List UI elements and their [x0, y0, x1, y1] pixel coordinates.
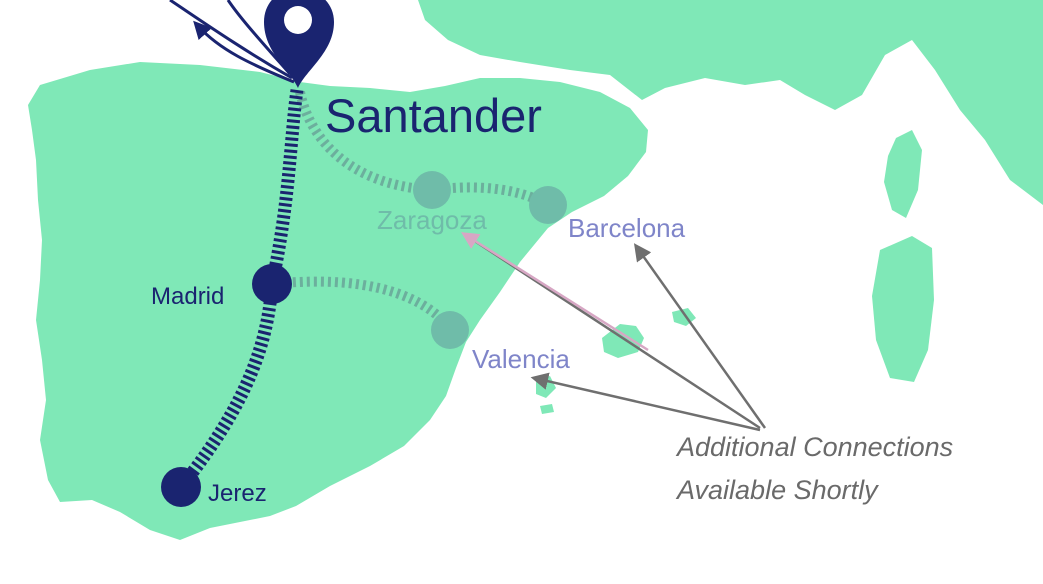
corsica-island [884, 130, 922, 218]
city-label-valencia: Valencia [472, 344, 570, 374]
arrow-to-barcelona [633, 243, 767, 429]
route-madrid-valencia [271, 276, 454, 332]
city-label-jerez: Jerez [208, 480, 267, 507]
curved-arrow-icon [193, 20, 295, 84]
annotation-arrows [461, 232, 767, 432]
menorca-island [672, 308, 696, 326]
city-dot-valencia [431, 311, 469, 349]
arrow-to-zaragoza-highlight [461, 232, 649, 352]
city-dot-barcelona [529, 186, 567, 224]
curved-arrow-icon [169, 0, 293, 80]
route-santander-madrid [265, 89, 304, 286]
annotation-line-2: Available Shortly [675, 475, 879, 505]
sardinia-island [872, 236, 934, 382]
primary-routes [176, 89, 304, 491]
route-santander-zaragoza [295, 90, 433, 195]
location-pin-icon [264, 0, 334, 88]
iberia-landmass [28, 62, 648, 540]
city-label-zaragoza: Zaragoza [377, 205, 487, 235]
city-label-madrid: Madrid [151, 283, 224, 310]
city-dot-zaragoza [413, 171, 451, 209]
curved-arrow-icon [226, 0, 292, 75]
city-label-santander: Santander [325, 89, 542, 142]
city-dot-madrid [252, 264, 292, 304]
arrow-to-valencia [530, 372, 761, 432]
city-label-barcelona: Barcelona [568, 213, 686, 243]
annotation-line-1: Additional Connections [675, 432, 953, 462]
city-dot-jerez [161, 467, 201, 507]
ferry-arrows [169, 0, 295, 84]
france-landmass [418, 0, 1043, 205]
route-madrid-jerez [176, 283, 279, 491]
formentera-island [540, 404, 554, 414]
